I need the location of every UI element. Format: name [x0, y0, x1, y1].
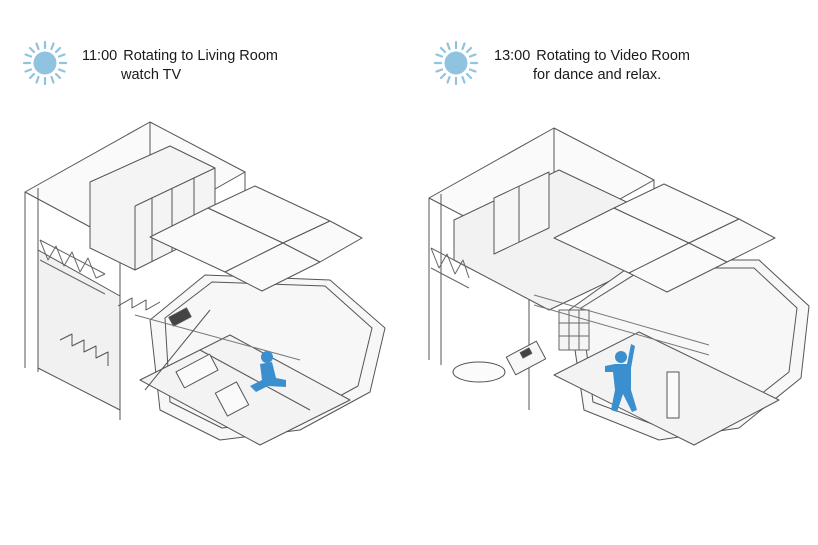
caption-line-1: 13:00 Rotating to Video Room	[494, 47, 690, 66]
cooktop	[519, 347, 533, 359]
caption-line-2: watch TV	[121, 67, 182, 83]
person-dancing	[605, 344, 637, 412]
person-sitting	[250, 351, 286, 392]
standing-screen	[666, 371, 680, 419]
bridge-truss	[39, 239, 106, 295]
caption: 11:00 Rotating to Living Room watch TV	[82, 47, 278, 85]
caption-activity: Rotating to Living Room	[123, 48, 278, 64]
wardrobe-cabinet	[493, 171, 550, 255]
staircase	[59, 297, 161, 366]
bridge-truss	[430, 247, 470, 289]
caption-activity: Rotating to Video Room	[536, 48, 690, 64]
roof-panels	[553, 183, 776, 293]
axonometric-living-room	[24, 121, 386, 446]
caption-time: 13:00	[494, 48, 531, 64]
caption-time: 11:00	[82, 48, 118, 64]
sun-icon	[22, 40, 68, 86]
tv-screen	[168, 307, 192, 327]
roof-panels	[149, 185, 363, 292]
scene-video-room: 13:00 Rotating to Video Room for dance an…	[409, 0, 818, 545]
caption-line-1: 11:00 Rotating to Living Room	[82, 47, 278, 66]
caption: 13:00 Rotating to Video Room for dance an…	[494, 47, 690, 85]
armchair	[214, 381, 250, 417]
tower-side-wall	[37, 249, 121, 411]
sofa	[175, 353, 219, 389]
bathtub	[452, 361, 506, 383]
caption-line-2: for dance and relax.	[533, 67, 662, 83]
axonometric-video-room	[428, 127, 810, 446]
kitchen-counter	[505, 340, 547, 376]
sun-icon	[433, 40, 479, 86]
scene-living-room: 11:00 Rotating to Living Room watch TV	[22, 40, 386, 446]
